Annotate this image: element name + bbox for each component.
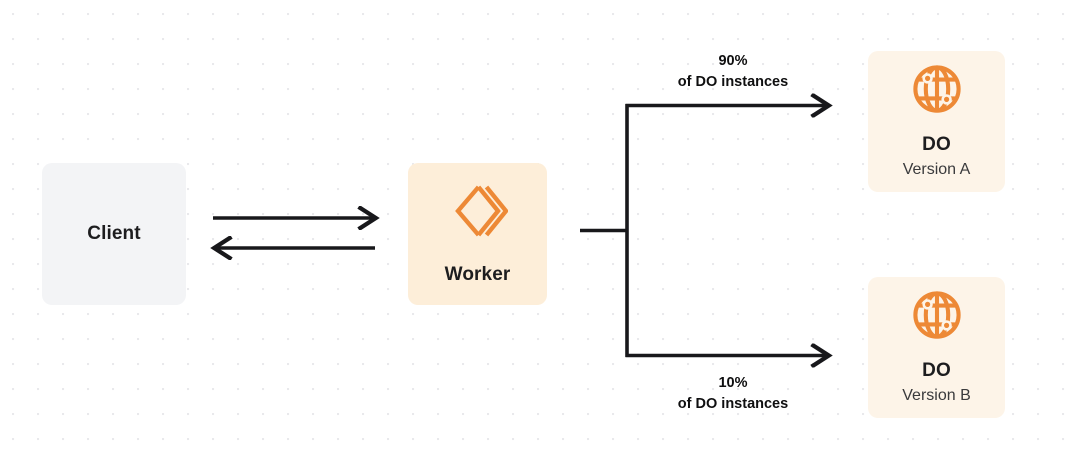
node-worker[interactable]: Worker [408,163,547,305]
edge-label-do-b-percent: 10% [718,375,748,391]
node-do-b-title: DO [922,360,951,382]
node-do-b-subtitle: Version B [902,387,971,405]
edge-label-do-a-percent: 90% [718,53,748,69]
globe-icon [910,288,964,347]
edge-label-do-a: 90% of DO instances [633,51,833,93]
node-client-title: Client [87,222,141,244]
edge-label-do-b: 10% of DO instances [633,373,833,415]
node-worker-title: Worker [444,264,511,286]
node-client[interactable]: Client [42,163,186,305]
node-do-a-subtitle: Version A [902,161,971,179]
cloudflare-workers-icon [448,181,509,246]
edge-label-do-a-detail: of DO instances [677,74,789,91]
node-do-version-a[interactable]: DO Version A [868,51,1005,192]
node-do-a-title: DO [922,134,951,156]
globe-icon [910,62,964,121]
node-do-version-b[interactable]: DO Version B [868,277,1005,418]
edge-label-do-b-detail: of DO instances [677,396,789,413]
